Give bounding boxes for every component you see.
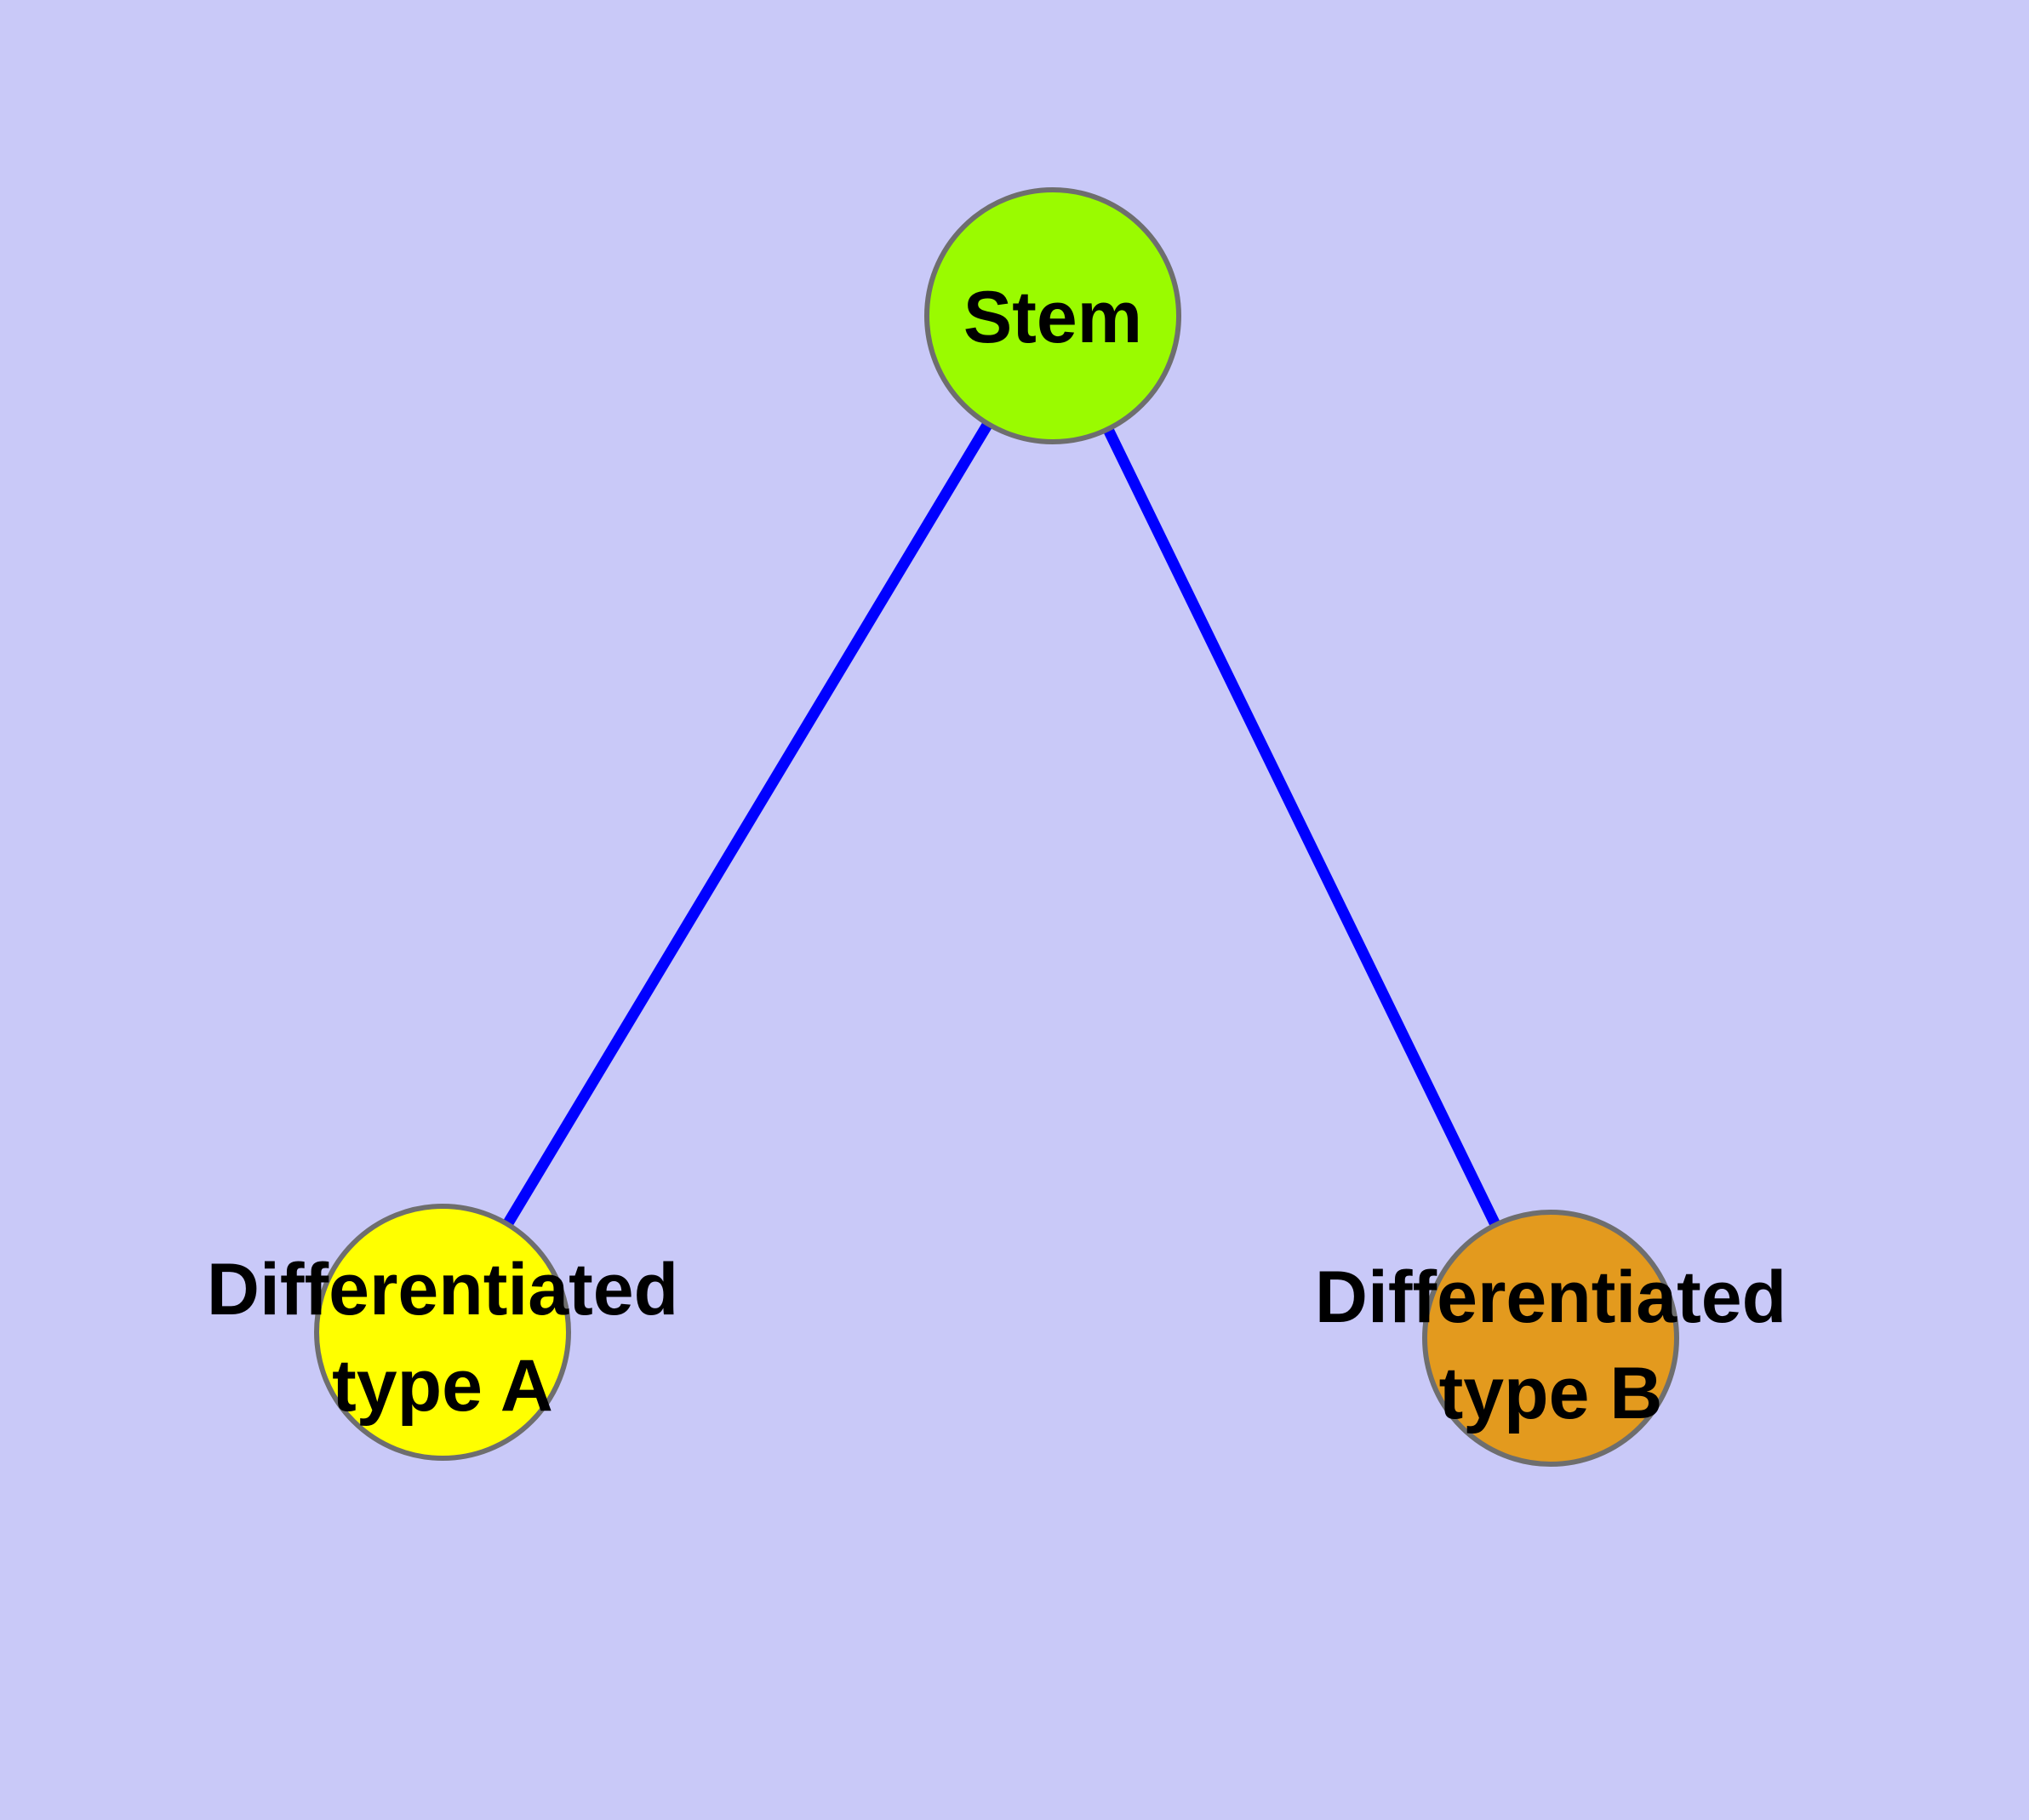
edge-stem-to-type-a xyxy=(437,312,1058,1336)
node-type-a-label-line2: type A xyxy=(332,1345,553,1427)
edge-stem-to-type-b xyxy=(1048,313,1556,1341)
node-stem xyxy=(924,187,1181,444)
node-type-b-label-line1: Differentiated xyxy=(1315,1256,1786,1338)
node-type-b-label-line2: type B xyxy=(1439,1353,1663,1434)
node-type-a-label-line1: Differentiated xyxy=(207,1249,678,1331)
node-differentiated-type-b xyxy=(1422,1210,1679,1467)
node-stem-label: Stem xyxy=(963,277,1142,358)
node-differentiated-type-a xyxy=(314,1204,571,1461)
